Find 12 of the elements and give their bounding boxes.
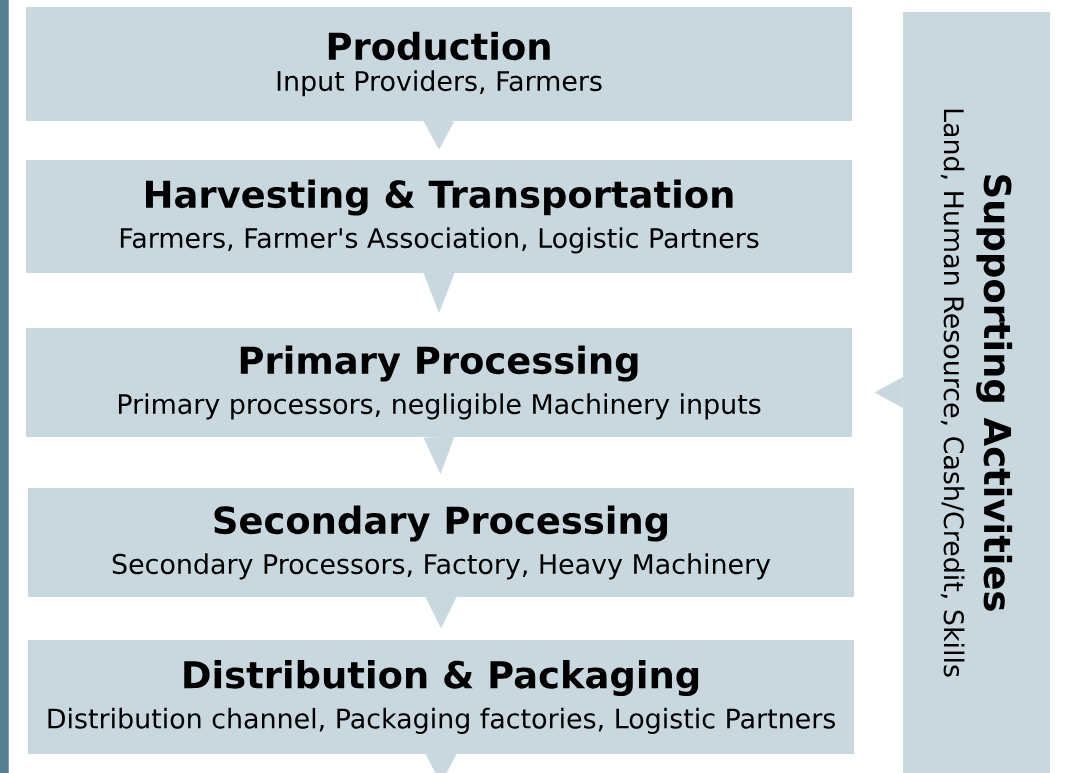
arrow-wedge [423, 273, 455, 313]
arrow-wedge [425, 597, 457, 629]
stage-box: Secondary Processing Secondary Processors, Factory, Heavy Machinery [28, 488, 854, 597]
stage-box: Production Input Providers, Farmers [26, 7, 852, 121]
arrow-wedge [425, 754, 457, 773]
stage-box: Harvesting & Transportation Farmers, Farmer's Association, Logistic Partners [26, 160, 852, 273]
stage-box: Primary Processing Primary processors, negligible Machinery inputs [26, 328, 852, 437]
arrow-wedge [423, 436, 455, 474]
side-box: Supporting Activities Land, Human Resource, Cash/Credit, Skills [903, 12, 1050, 773]
arrow-wedge [423, 121, 455, 150]
stage-box: Distribution & Packaging Distribution channel, Packaging factories, Logistic Partners [28, 640, 854, 754]
arrow-wedge [874, 377, 903, 408]
